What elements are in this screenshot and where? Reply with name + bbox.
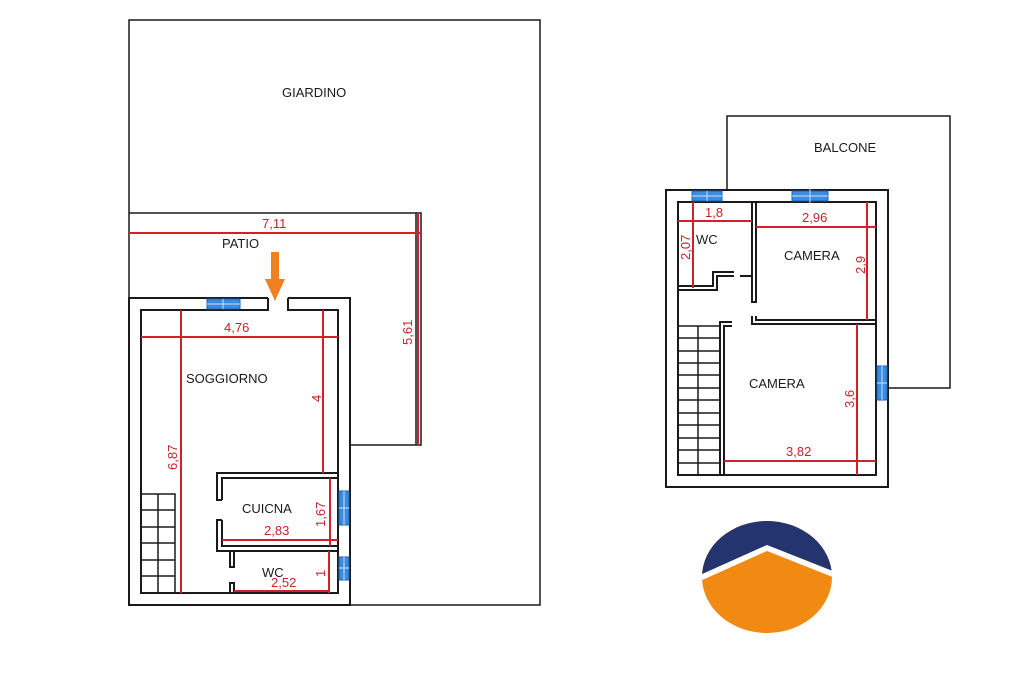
staircase: [678, 325, 720, 475]
room-label-wc: WC: [696, 232, 718, 247]
dimension-bedroom-2-width: 3,82: [786, 444, 811, 459]
room-label-living: SOGGIORNO: [186, 371, 268, 386]
wc-wall: [229, 582, 235, 594]
window-icon: [876, 365, 888, 401]
kitchen-wall: [221, 520, 338, 547]
dimension-living-depth: 4: [309, 395, 324, 402]
window-icon: [338, 490, 350, 526]
bedroom-wall: [751, 202, 757, 303]
window-icon: [791, 187, 829, 205]
wc-wall: [229, 550, 235, 568]
kitchen-wall: [221, 477, 338, 500]
house-outer-wall: [665, 189, 889, 488]
house-inner-wall: [140, 298, 339, 594]
room-label-bedroom-2: CAMERA: [749, 376, 805, 391]
staircase: [140, 493, 176, 594]
dimension-wc-width: 1,8: [705, 205, 723, 220]
dimension-bedroom-1-depth: 2,9: [853, 256, 868, 274]
dimension-patio-depth: 5,61: [400, 320, 415, 345]
room-label-garden: GIARDINO: [282, 85, 346, 100]
first-floor-plan: BALCONE: [665, 115, 951, 488]
wc-wall: [678, 275, 734, 291]
bedroom-wall: [723, 325, 732, 475]
dimension-bedroom-2-depth: 3,6: [842, 390, 857, 408]
room-label-bedroom-1: CAMERA: [784, 248, 840, 263]
garden-boundary: [128, 19, 541, 606]
dimension-living-width: 4,76: [224, 320, 249, 335]
room-label-balcony: BALCONE: [814, 140, 876, 155]
kitchen-wall: [216, 472, 338, 501]
bedroom-wall: [719, 321, 732, 475]
window-icon: [206, 298, 241, 310]
entrance-arrow-icon: [265, 252, 285, 301]
dimension-wc-depth: 1: [313, 570, 328, 577]
room-label-patio: PATIO: [222, 236, 259, 251]
dimension-patio-width: 7,11: [262, 216, 286, 231]
patio-boundary: [129, 212, 422, 446]
agency-logo: [702, 521, 832, 633]
dimension-wc-depth: 2,07: [678, 235, 693, 260]
balcony-boundary: [726, 115, 951, 389]
dimension-house-depth: 6,87: [165, 445, 180, 470]
ground-floor-plan: GIARDINO PATIO 7,11 5,61: [128, 19, 541, 606]
bedroom-wall: [751, 316, 876, 325]
bedroom-wall: [755, 316, 876, 321]
window-icon: [338, 556, 350, 581]
wc-wall: [678, 271, 734, 287]
dimension-bedroom-1-width: 2,96: [802, 210, 827, 225]
window-icon: [691, 190, 723, 202]
room-label-kitchen: CUICNA: [242, 501, 292, 516]
kitchen-wall: [216, 519, 338, 552]
house-outer-wall: [128, 297, 351, 606]
dimension-kitchen-depth: 1,67: [313, 502, 328, 527]
room-label-wc: WC: [262, 565, 284, 580]
dimension-wc-width: 2,52: [271, 575, 296, 590]
dimension-kitchen-width: 2,83: [264, 523, 289, 538]
